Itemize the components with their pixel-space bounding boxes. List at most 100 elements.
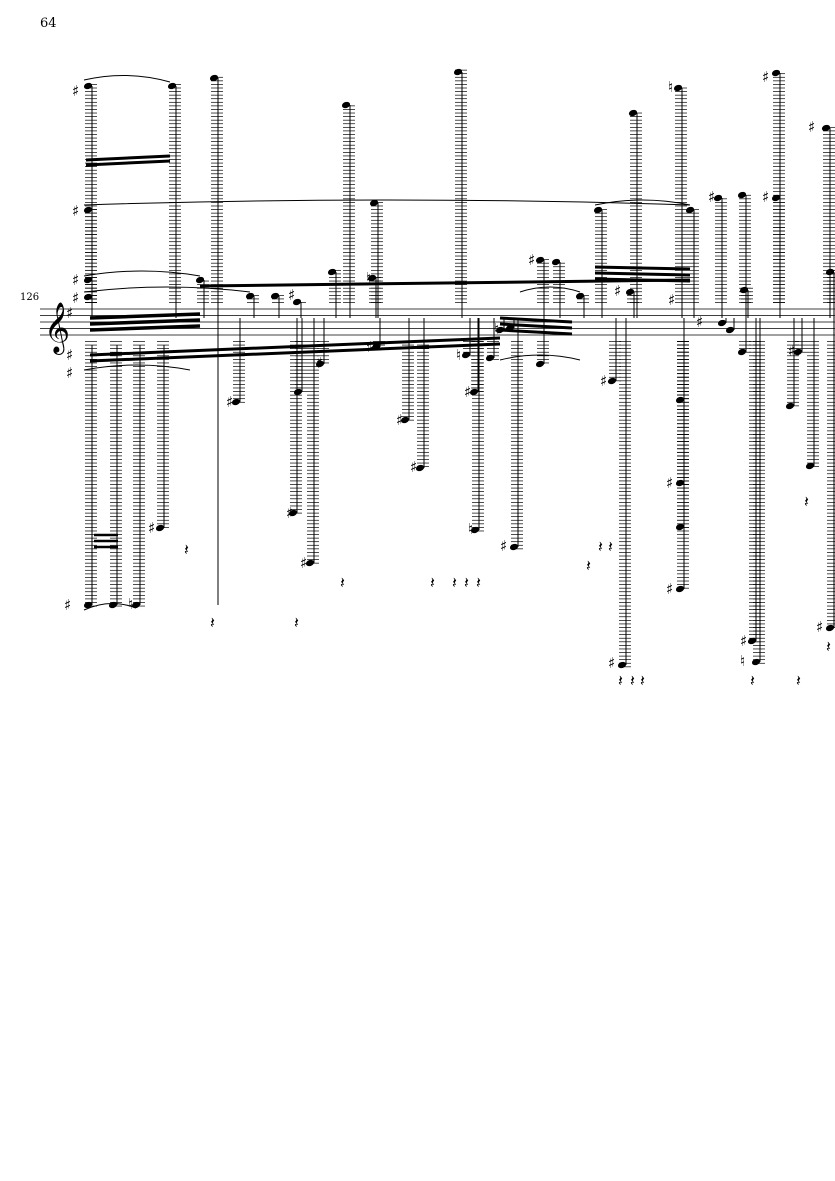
quarter-rest-icon: 𝄽 (464, 573, 469, 592)
page-number: 64 (40, 16, 57, 31)
quarter-rest-icon: 𝄽 (452, 573, 457, 592)
sharp-icon: ♯ (316, 354, 323, 372)
notehead (825, 268, 835, 276)
notehead (771, 69, 781, 77)
tie (83, 75, 171, 83)
natural-icon: ♮ (668, 78, 673, 96)
notehead (327, 268, 337, 276)
tie (83, 270, 201, 277)
accidentals: ♯♯♯♯♯♯♯♮♯♯♯♯♯♯♮♯♯♯♮♯♮♯♮♯♯♯♮♯♯♯♯♯♯♯♯♯♮♯♯♯ (64, 68, 823, 672)
sharp-icon: ♯ (366, 338, 373, 356)
notehead (369, 199, 379, 207)
beam (89, 318, 201, 326)
notehead (771, 194, 781, 202)
sharp-icon: ♯ (72, 289, 79, 307)
notehead (371, 343, 381, 351)
sharp-icon: ♯ (286, 504, 293, 522)
quarter-rest-icon: 𝄽 (804, 492, 809, 511)
quarter-rest-icon: 𝄽 (598, 537, 603, 556)
beam (499, 316, 573, 324)
beam (89, 336, 501, 357)
notehead (155, 524, 165, 532)
notehead (415, 464, 425, 472)
natural-icon: ♮ (366, 269, 371, 287)
sharp-icon: ♯ (72, 202, 79, 220)
notehead (83, 293, 93, 301)
notehead (675, 396, 685, 404)
quarter-rest-icon: 𝄽 (210, 613, 215, 632)
beam (594, 265, 691, 271)
beam (594, 277, 691, 283)
notehead (245, 292, 255, 300)
notehead (315, 360, 325, 368)
sharp-icon: ♯ (396, 411, 403, 429)
tie (519, 286, 581, 293)
notehead (675, 585, 685, 593)
sharp-icon: ♯ (816, 618, 823, 636)
beam (89, 324, 201, 332)
notehead (593, 206, 603, 214)
beam (594, 271, 691, 277)
notehead (400, 416, 410, 424)
notehead (675, 523, 685, 531)
notehead (83, 601, 93, 609)
notehead (509, 543, 519, 551)
treble-clef-glyph: 𝄞 (44, 302, 70, 355)
sharp-icon: ♯ (808, 118, 815, 136)
quarter-rest-icon: 𝄽 (476, 573, 481, 592)
notehead (293, 388, 303, 396)
sharp-icon: ♯ (148, 519, 155, 537)
sharp-icon: ♯ (72, 82, 79, 100)
notehead (713, 194, 723, 202)
quarter-rest-icon: 𝄽 (430, 573, 435, 592)
natural-icon: ♮ (468, 520, 473, 538)
quarter-rest-icon: 𝄽 (826, 637, 831, 656)
beam (499, 322, 573, 330)
notehead (108, 601, 118, 609)
noteheads (83, 68, 835, 669)
sharp-icon: ♯ (64, 596, 71, 614)
notehead (461, 351, 471, 359)
notehead (825, 624, 835, 632)
beam (85, 159, 171, 167)
quarter-rest-icon: 𝄽 (608, 537, 613, 556)
sharp-icon: ♯ (464, 383, 471, 401)
quarter-rest-icon: 𝄽 (750, 671, 755, 690)
sharp-icon: ♯ (762, 68, 769, 86)
notehead (209, 74, 219, 82)
notehead (453, 68, 463, 76)
natural-icon: ♮ (456, 346, 461, 364)
sharp-icon: ♯ (740, 632, 747, 650)
tie (499, 354, 581, 361)
notehead (485, 354, 495, 362)
note-stems (91, 72, 835, 665)
natural-icon: ♮ (128, 595, 133, 613)
notehead (83, 82, 93, 90)
sharp-icon: ♯ (66, 364, 73, 382)
notehead (470, 526, 480, 534)
notehead (83, 276, 93, 284)
sharp-icon: ♯ (288, 286, 295, 304)
sharp-icon: ♯ (696, 313, 703, 331)
notehead (628, 109, 638, 117)
beam (199, 278, 691, 288)
notehead (131, 601, 141, 609)
notehead (821, 124, 831, 132)
notehead (751, 658, 761, 666)
rests: 𝄽𝄽𝄽𝄽𝄽𝄽𝄽𝄽𝄽𝄽𝄽𝄽𝄽𝄽𝄽𝄽𝄽𝄽 (184, 492, 831, 690)
tie (83, 286, 251, 293)
beam (499, 328, 573, 336)
quarter-rest-icon: 𝄽 (184, 540, 189, 559)
notehead (673, 84, 683, 92)
quarter-rest-icon: 𝄽 (630, 671, 635, 690)
tie (83, 364, 191, 371)
sharp-icon: ♯ (708, 188, 715, 206)
notehead (805, 462, 815, 470)
notehead (469, 388, 479, 396)
notehead (785, 402, 795, 410)
natural-icon: ♮ (740, 652, 745, 670)
notehead (575, 292, 585, 300)
quarter-rest-icon: 𝄽 (294, 613, 299, 632)
notehead (737, 348, 747, 356)
sharp-icon: ♯ (668, 291, 675, 309)
